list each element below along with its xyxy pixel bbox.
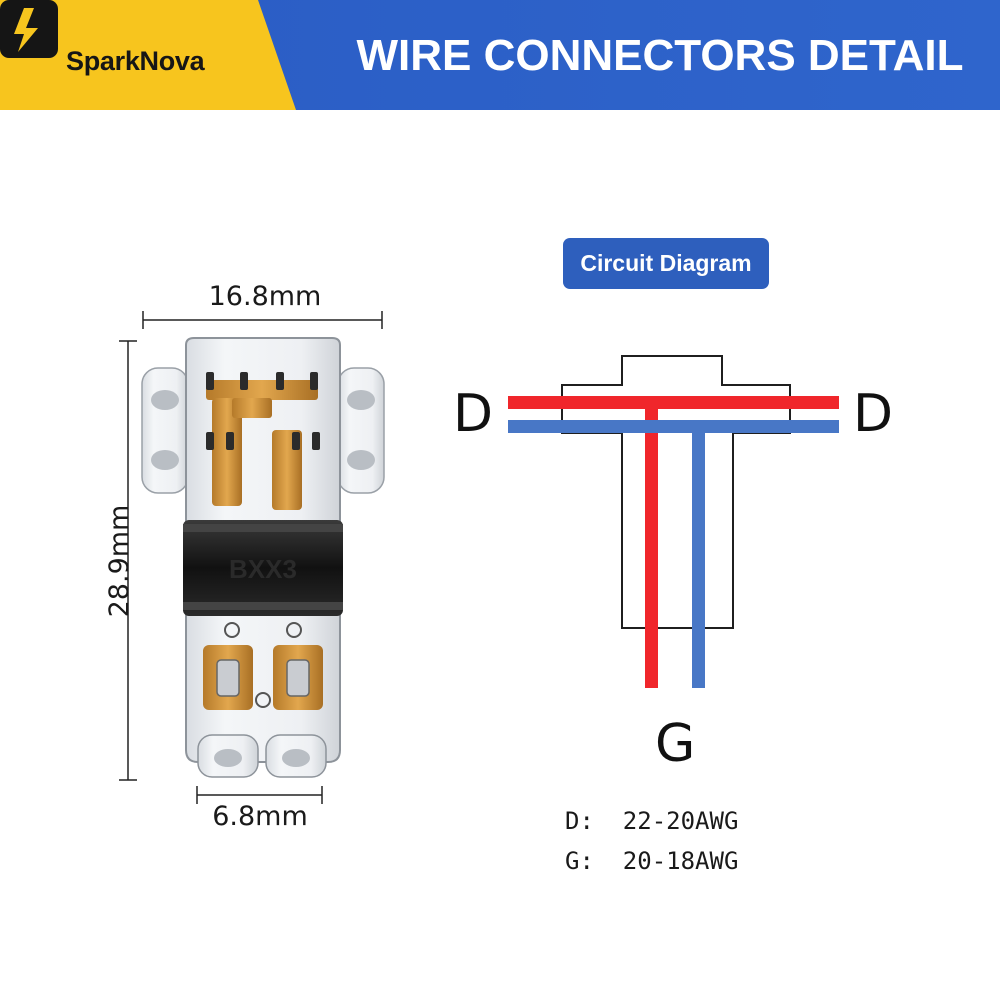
wire-gauge-spec-g: G: 20-18AWG [565, 847, 739, 875]
t-connector-outline [561, 355, 791, 629]
brand-name: SparkNova [66, 46, 205, 76]
header-banner: SparkNova WIRE CONNECTORS DETAIL [0, 0, 1000, 110]
width-dimension-label: 16.8mm [208, 281, 322, 312]
header-yellow-band [0, 0, 296, 110]
branch-width-dimension-label: 6.8mm [212, 801, 308, 832]
branch-width-dimension-line [196, 786, 323, 804]
red-wire-horizontal [508, 396, 839, 409]
lightning-bolt-icon [0, 0, 58, 58]
red-wire-vertical [645, 408, 658, 688]
connector-body: BXX3 [141, 337, 385, 778]
diagram-label-right: D [853, 384, 894, 444]
height-dimension-label: 28.9mm [104, 504, 135, 618]
circuit-diagram [508, 355, 839, 688]
diagram-label-bottom: G [655, 714, 696, 774]
header-background [0, 0, 1000, 110]
circuit-diagram-badge: Circuit Diagram [563, 238, 769, 289]
wire-gauge-spec-d: D: 22-20AWG [565, 807, 739, 835]
width-dimension-line [142, 311, 383, 329]
cap-marking: BXX3 [229, 554, 297, 584]
page-title: WIRE CONNECTORS DETAIL [356, 31, 964, 80]
diagram-label-left: D [453, 384, 494, 444]
blue-wire-horizontal [508, 420, 839, 433]
blue-wire-vertical [692, 432, 705, 688]
height-dimension-line [119, 340, 137, 781]
